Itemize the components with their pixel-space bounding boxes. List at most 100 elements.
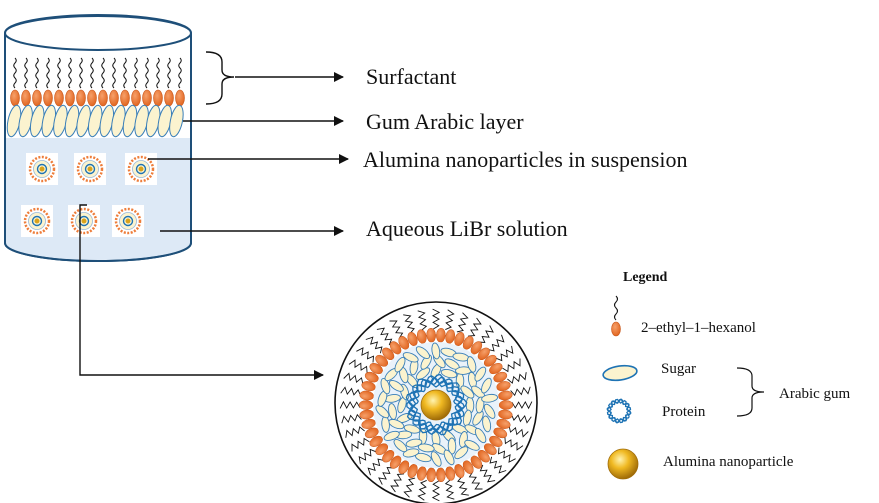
zoom-head: [483, 443, 497, 456]
zoom-sugar: [483, 403, 496, 419]
zoom-protein-coil: [405, 373, 468, 436]
zoom-tail: [507, 372, 527, 384]
legend-arabic-gum: Arabic gum: [779, 386, 851, 402]
surfactant-tail: [134, 57, 138, 89]
mini-particle-core: [81, 218, 87, 224]
zoom-head: [454, 331, 465, 347]
mini-particle-protein: [36, 163, 48, 175]
surfactant-tail: [79, 57, 83, 89]
zoom-tail: [510, 414, 532, 424]
zoom-sugar: [393, 439, 408, 453]
zoom-alumina-core: [420, 389, 452, 421]
zoom-tail: [508, 425, 529, 438]
surfactant-head: [131, 89, 141, 107]
surfactant-tail: [24, 57, 28, 89]
legend: Legend 2–ethyl–1–hexanol Sugar Protein A…: [602, 270, 851, 480]
label-gum-arabic-layer: Gum Arabic layer: [366, 109, 524, 134]
legend-sugar: Sugar: [661, 361, 696, 377]
mini-particle-core: [34, 218, 40, 224]
zoom-tail: [403, 477, 416, 498]
surfactant-tail: [145, 57, 149, 89]
surfactant-head: [142, 89, 152, 107]
zoom-head: [470, 341, 483, 355]
zoom-tail: [341, 413, 362, 424]
zoom-sugar: [481, 377, 492, 394]
zoom-head: [493, 427, 508, 439]
zoom-tail: [510, 386, 531, 397]
zoom-head: [364, 427, 379, 439]
mini-particle-core: [39, 166, 45, 172]
surfactant-tail: [46, 57, 50, 89]
zoom-head: [477, 347, 490, 361]
mini-particles: [21, 153, 157, 237]
zoom-tail: [495, 345, 514, 362]
zoom-sugar: [474, 366, 487, 382]
zoom-head: [477, 449, 490, 463]
zoom-tail: [456, 312, 469, 333]
legend-title: Legend: [623, 270, 668, 285]
zoom-sugar: [431, 342, 441, 360]
zoom-protein-strand: [408, 377, 464, 432]
mini-particle-ring: [70, 207, 98, 235]
zoom-tail: [367, 458, 385, 476]
surfactant-head: [87, 89, 97, 107]
zoom-tail: [339, 400, 361, 410]
surfactant-head: [10, 89, 20, 107]
zoom-tail: [445, 309, 455, 331]
zoom-sugar: [460, 385, 475, 399]
protein-icon: [606, 398, 632, 424]
mini-particle-ring: [127, 155, 155, 183]
zoom-head: [398, 335, 410, 350]
zoom-head: [389, 455, 402, 469]
zoom-head: [462, 460, 474, 475]
zoom-head: [375, 443, 389, 456]
zoom-tail: [487, 334, 505, 352]
zoom-tail: [376, 327, 393, 346]
zoom-head: [407, 463, 418, 479]
cylinder-body-outline: [4, 33, 192, 262]
zoom-head: [493, 371, 508, 383]
zoom-head: [454, 463, 465, 479]
surfactant-tail: [35, 57, 39, 89]
zoom-sugar: [482, 415, 492, 433]
zoom-tail: [417, 310, 428, 331]
zoom-sugar: [394, 356, 406, 373]
zoom-tail: [504, 437, 524, 451]
zoom-tail: [378, 466, 394, 485]
zoom-tail: [468, 317, 482, 337]
surfactant-tail: [112, 57, 116, 89]
legend-alumina: Alumina nanoparticle: [663, 454, 794, 470]
zoom-sugar: [388, 379, 404, 392]
surfactant-head: [54, 89, 64, 107]
surfactant-tail: [178, 57, 182, 89]
zoom-tail: [457, 476, 469, 496]
sugar-icon: [602, 364, 638, 382]
surfactant-head: [21, 89, 31, 107]
zoom-tail: [351, 437, 370, 452]
zoom-head: [489, 435, 503, 447]
zoom-protein-strand: [408, 376, 466, 434]
surfactant-head: [175, 89, 185, 107]
surfactant-tail: [13, 57, 17, 89]
zoom-sugar: [405, 438, 423, 448]
zoomed-nanoparticle: [334, 301, 538, 503]
zoom-tail: [417, 479, 427, 501]
legend-protein-strand: [606, 398, 632, 424]
zoom-sugar: [383, 430, 400, 441]
zoom-sugar: [474, 427, 487, 444]
gum-ellipse: [169, 104, 184, 138]
mini-particle-protein: [135, 163, 147, 175]
zoom-head: [462, 335, 474, 350]
zoom-tail: [502, 358, 521, 373]
zoom-arrow: [79, 204, 324, 380]
zoom-sugar: [375, 405, 390, 419]
zoom-sugar: [475, 396, 485, 414]
zoom-sugar: [402, 448, 420, 458]
zoom-sugar: [481, 393, 498, 403]
zoom-sugar: [388, 403, 397, 420]
surfactant-head: [65, 89, 75, 107]
zoom-tail: [431, 308, 441, 330]
gum-arabic-layer: [6, 104, 184, 138]
mini-particle-protein: [31, 215, 43, 227]
